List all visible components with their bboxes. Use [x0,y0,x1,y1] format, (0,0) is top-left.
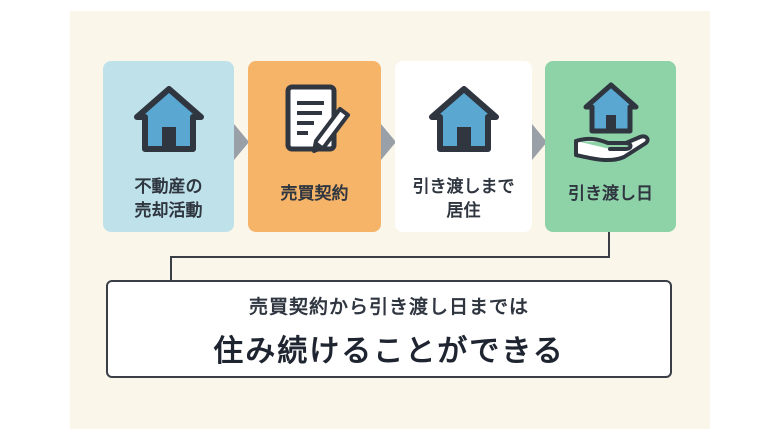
step-handover-day: 引き渡し日 [545,61,676,232]
step-sales-contract: 売買契約 [248,61,381,232]
contract-document-pen-icon [248,79,381,169]
conclusion-line-2: 住み続けることができる [213,334,565,369]
step-label: 引き渡しまで 居住 [412,177,515,221]
connector-line [608,232,610,258]
arrow-right-icon [234,124,249,160]
arrow-right-icon [381,124,396,160]
step-label: 不動産の 売却活動 [134,177,203,221]
step-label: 売買契約 [280,184,349,204]
conclusion-box: 売買契約から引き渡し日までは 住み続けることができる [106,280,672,378]
connector-line [170,256,610,258]
conclusion-line-1: 売買契約から引き渡し日までは [248,296,529,318]
step-sales-activity: 不動産の 売却活動 [103,61,234,232]
house-on-hand-icon [545,79,676,173]
connector-line [170,256,172,280]
arrow-right-icon [532,124,547,160]
step-living-until-handover: 引き渡しまで 居住 [395,61,532,232]
house-icon [395,79,532,163]
house-icon [103,79,234,163]
step-label: 引き渡し日 [568,184,653,204]
